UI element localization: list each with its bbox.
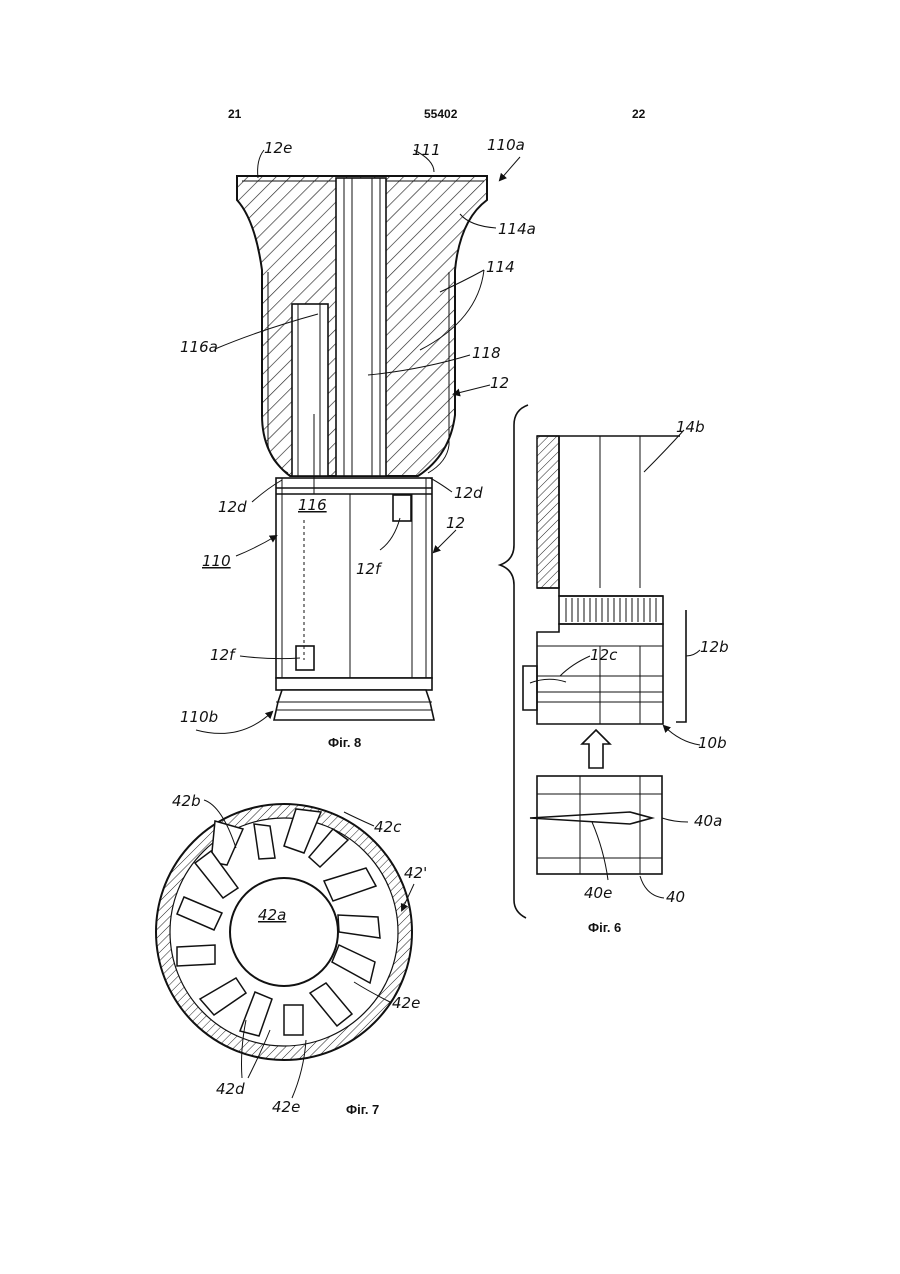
label-40: 40 bbox=[666, 888, 685, 906]
label-118: 118 bbox=[472, 344, 501, 362]
label-14b: 14b bbox=[676, 418, 705, 436]
label-42c: 42c bbox=[374, 818, 402, 836]
figure-7-drawing: 42b 42c 42' 42a 42e 42d 42e Фіг. 7 bbox=[156, 792, 427, 1117]
label-12-top: 12 bbox=[490, 374, 509, 392]
page-number-left: 21 bbox=[228, 107, 242, 121]
label-10b: 10b bbox=[698, 734, 727, 752]
label-114a: 114a bbox=[498, 220, 536, 238]
label-12c: 12c bbox=[590, 646, 618, 664]
label-40a: 40a bbox=[694, 812, 722, 830]
figure-6-drawing: 14b 12b 12c 10b 40a 40e 40 Фіг. 6 bbox=[500, 405, 729, 935]
patent-number: 55402 bbox=[424, 107, 458, 121]
label-114: 114 bbox=[486, 258, 515, 276]
label-110: 110 bbox=[202, 552, 231, 570]
label-42d: 42d bbox=[216, 1080, 245, 1098]
label-116a: 116a bbox=[180, 338, 218, 356]
label-42e-right: 42e bbox=[392, 994, 420, 1012]
label-12d-left: 12d bbox=[218, 498, 247, 516]
label-42a: 42a bbox=[258, 906, 286, 924]
label-116: 116 bbox=[298, 496, 327, 514]
knurl-lines bbox=[566, 598, 656, 622]
label-42e-bottom: 42e bbox=[272, 1098, 300, 1116]
figure-8-drawing: 12e 111 110a 114a 114 116a 118 12 12d 12… bbox=[180, 136, 536, 750]
caption-fig8: Фіг. 8 bbox=[328, 735, 361, 750]
caption-fig7: Фіг. 7 bbox=[346, 1102, 379, 1117]
label-12b: 12b bbox=[700, 638, 729, 656]
label-42prime: 42' bbox=[404, 864, 427, 882]
label-40e: 40e bbox=[584, 884, 612, 902]
label-12d-right: 12d bbox=[454, 484, 483, 502]
label-12f-left: 12f bbox=[210, 646, 237, 664]
caption-fig6: Фіг. 6 bbox=[588, 920, 621, 935]
label-110a: 110a bbox=[487, 136, 525, 154]
label-110b: 110b bbox=[180, 708, 218, 726]
page-number-right: 22 bbox=[632, 107, 646, 121]
label-12e: 12e bbox=[264, 139, 292, 157]
label-42b: 42b bbox=[172, 792, 201, 810]
label-111: 111 bbox=[412, 141, 441, 159]
label-12f-right: 12f bbox=[356, 560, 383, 578]
label-12-mid: 12 bbox=[446, 514, 465, 532]
